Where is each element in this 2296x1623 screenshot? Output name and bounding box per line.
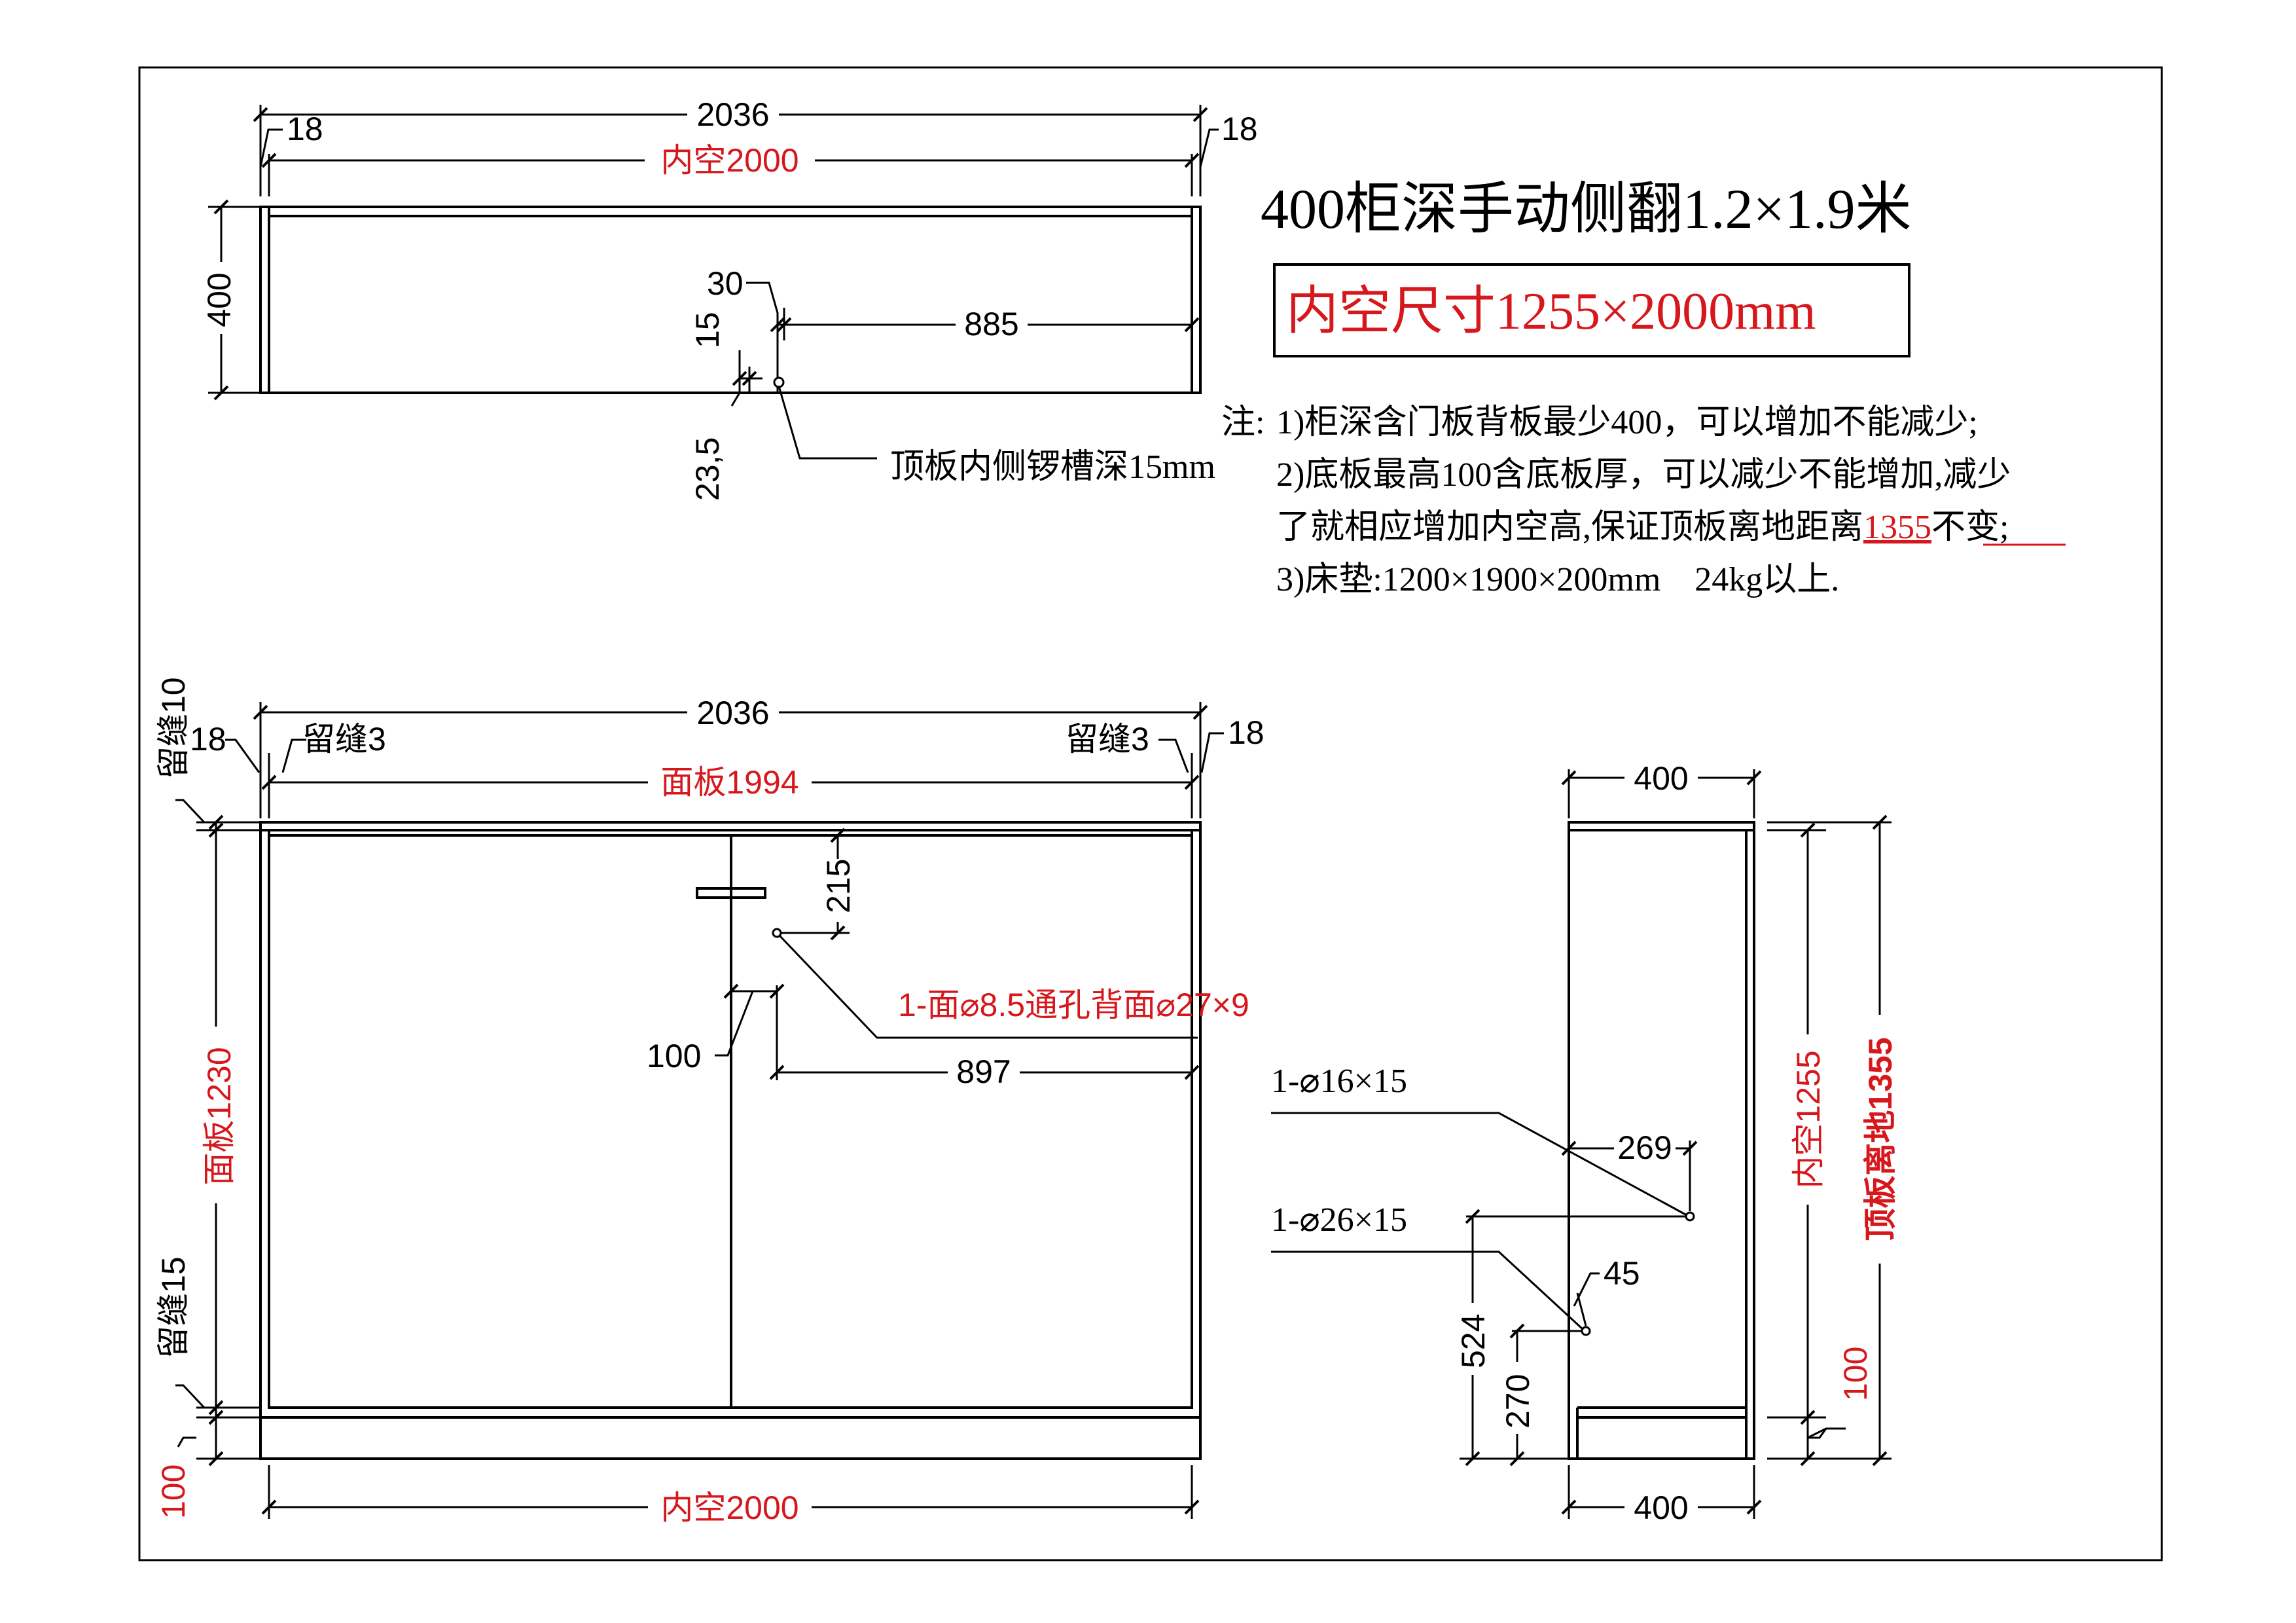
- front-overall-width: 2036: [696, 695, 769, 731]
- side-base-height: 100: [1837, 1347, 1874, 1401]
- top-view: 2036 18 18 内空2000 400 30 885: [201, 96, 1258, 501]
- top-right-side-thickness: 18: [1221, 111, 1258, 147]
- side-inner-height: 内空1255: [1790, 1050, 1827, 1188]
- front-view: 2036 18 留缝3 留缝3 18 面板1994 面板1230 留缝10: [155, 677, 1265, 1526]
- top-dim-885: 885: [964, 306, 1018, 342]
- note-1: 1)柜深含门板背板最少400，可以增加不能减少;: [1276, 404, 1978, 441]
- top-dim-30: 30: [707, 265, 744, 302]
- front-hole-note: 1-面⌀8.5通孔背面⌀27×9: [898, 987, 1249, 1023]
- front-gap-right: 留缝3: [1066, 721, 1149, 757]
- side-dim-270: 270: [1499, 1374, 1536, 1429]
- notes-prefix: 注:: [1221, 404, 1265, 441]
- front-panel-height: 面板1230: [201, 1047, 238, 1185]
- side-hole-2-marker: [1581, 1326, 1591, 1336]
- top-left-side-thickness: 18: [287, 111, 323, 147]
- front-base-height: 100: [155, 1465, 192, 1519]
- side-top-width: 400: [1634, 760, 1688, 797]
- front-left-side-thickness: 18: [190, 721, 226, 757]
- side-dim-524: 524: [1455, 1314, 1492, 1368]
- front-cabinet-outline: [259, 821, 1202, 1460]
- front-panel-width: 面板1994: [660, 764, 798, 801]
- front-gap-top: 留缝10: [155, 677, 192, 779]
- inner-size-box: [1273, 263, 1910, 357]
- inner-size-label: 内空尺寸1255×2000mm: [1286, 283, 1816, 340]
- front-handle: [696, 887, 766, 899]
- front-inner-width: 内空2000: [660, 1489, 798, 1526]
- front-dim-897: 897: [956, 1053, 1011, 1090]
- notes: 注: 1)柜深含门板背板最少400，可以增加不能减少; 2)底板最高100含底板…: [1221, 404, 2066, 598]
- top-inner-width: 内空2000: [660, 142, 798, 179]
- front-gap-bottom: 留缝15: [155, 1256, 192, 1359]
- side-bottom-width: 400: [1634, 1489, 1688, 1526]
- note-3: 3)床垫:1200×1900×200mm 24kg以上.: [1276, 561, 1839, 598]
- side-hole-1-marker: [1685, 1211, 1695, 1222]
- side-cabinet-outline: [1568, 821, 1755, 1460]
- note-2b: 了就相应增加内空高,保证顶板离地距离1355不变;: [1276, 509, 2009, 546]
- front-hole-marker: [772, 928, 782, 938]
- drawing-frame: [138, 66, 2163, 1561]
- side-view: 400 400 1-⌀16×15 1-⌀26×15 269 45: [1271, 760, 1899, 1526]
- side-dim-45: 45: [1604, 1255, 1640, 1292]
- side-hole-2: 1-⌀26×15: [1271, 1201, 1407, 1239]
- top-overall-width: 2036: [696, 96, 769, 133]
- side-hole-1: 1-⌀16×15: [1271, 1063, 1407, 1100]
- front-gap-left: 留缝3: [302, 721, 386, 757]
- groove-note: 顶板内侧锣槽深15mm: [890, 448, 1215, 486]
- front-dim-100: 100: [647, 1038, 701, 1074]
- top-cabinet-outline: [259, 206, 1202, 394]
- groove-marker: [773, 376, 785, 388]
- top-dim-15: 15: [689, 312, 726, 348]
- front-right-side-thickness: 18: [1228, 714, 1265, 751]
- side-dim-269: 269: [1617, 1129, 1672, 1166]
- drawing-title: 400柜深手动侧翻1.2×1.9米: [1261, 177, 1912, 240]
- top-dim-23-5: 23,5: [689, 437, 726, 501]
- top-depth: 400: [201, 272, 238, 327]
- note-2a: 2)底板最高100含底板厚，可以减少不能增加,减少: [1276, 456, 2011, 494]
- side-top-to-floor: 顶板离地1355: [1862, 1037, 1899, 1241]
- front-dim-215: 215: [820, 859, 857, 913]
